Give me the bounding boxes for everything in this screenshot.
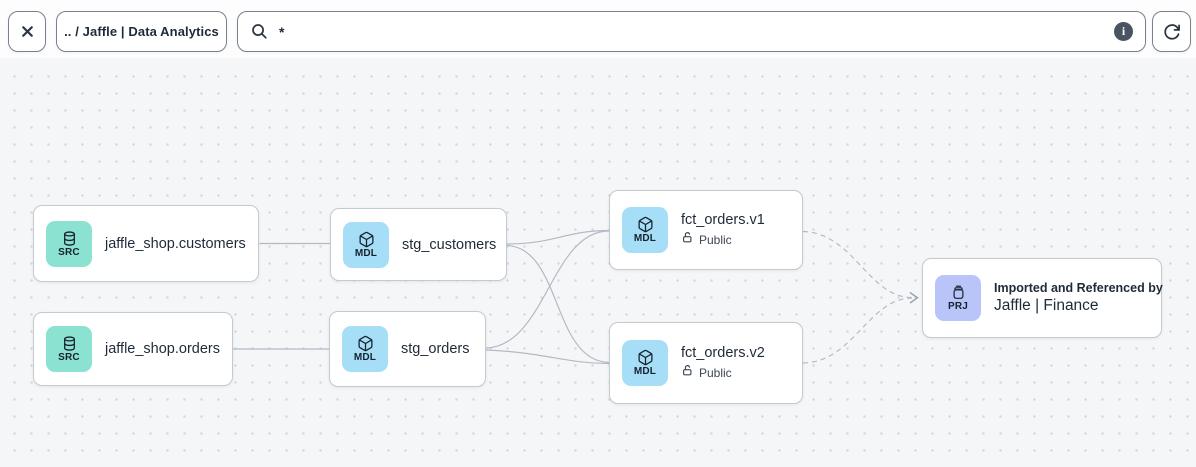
node-model-fct-orders-v1[interactable]: MDL fct_orders.v1 Public — [609, 190, 803, 270]
model-tile: MDL — [342, 326, 388, 372]
node-label: fct_orders.v1 — [681, 211, 765, 228]
resource-badge: MDL — [354, 247, 378, 259]
model-tile: MDL — [622, 340, 668, 386]
unlock-icon — [681, 231, 694, 249]
model-tile: MDL — [622, 207, 668, 253]
node-label: Jaffle | Finance — [994, 297, 1099, 314]
project-tile: PRJ — [935, 275, 981, 321]
jar-icon — [950, 284, 967, 301]
cube-icon — [637, 216, 654, 233]
cube-icon — [357, 335, 374, 352]
refresh-button[interactable] — [1152, 11, 1191, 52]
resource-badge: MDL — [633, 233, 657, 244]
node-label: jaffle_shop.customers — [105, 235, 246, 252]
node-label: jaffle_shop.orders — [105, 341, 221, 357]
node-label: fct_orders.v2 — [681, 344, 765, 361]
database-icon — [61, 335, 78, 352]
close-button[interactable] — [8, 11, 46, 52]
source-tile: SRC — [46, 220, 92, 267]
search-icon — [250, 22, 269, 41]
info-icon[interactable]: i — [1114, 22, 1133, 41]
resource-badge: SRC — [58, 352, 80, 363]
close-icon — [18, 22, 37, 41]
node-source-jaffle-shop-orders[interactable]: SRC jaffle_shop.orders — [33, 312, 233, 386]
node-model-fct-orders-v2[interactable]: MDL fct_orders.v2 Public — [609, 322, 803, 404]
node-model-stg-customers[interactable]: MDL stg_customers — [330, 208, 507, 281]
search-input[interactable] — [279, 23, 1104, 40]
node-label: stg_customers — [402, 236, 497, 253]
source-tile: SRC — [46, 326, 92, 372]
cube-icon — [637, 349, 654, 366]
database-icon — [61, 230, 78, 247]
resource-badge: PRJ — [947, 301, 969, 312]
access-label: Public — [699, 232, 732, 247]
node-model-stg-orders[interactable]: MDL stg_orders — [329, 311, 486, 387]
resource-badge: MDL — [353, 352, 377, 363]
breadcrumb-label: .. / Jaffle | Data Analytics — [64, 24, 219, 39]
search-bar[interactable]: i — [237, 11, 1146, 52]
access-label: Public — [699, 365, 732, 380]
node-project-jaffle-finance[interactable]: PRJ Imported and Referenced by Jaffle | … — [922, 258, 1163, 338]
model-tile: MDL — [343, 221, 389, 268]
resource-badge: SRC — [58, 246, 80, 258]
node-label: stg_orders — [401, 341, 470, 357]
refresh-icon — [1162, 22, 1182, 42]
project-subtitle: Imported and Referenced by — [994, 281, 1163, 295]
breadcrumb[interactable]: .. / Jaffle | Data Analytics — [56, 11, 227, 52]
resource-badge: MDL — [633, 366, 657, 377]
cube-icon — [358, 231, 375, 248]
node-source-jaffle-shop-customers[interactable]: SRC jaffle_shop.customers — [33, 205, 259, 282]
unlock-icon — [681, 364, 694, 382]
